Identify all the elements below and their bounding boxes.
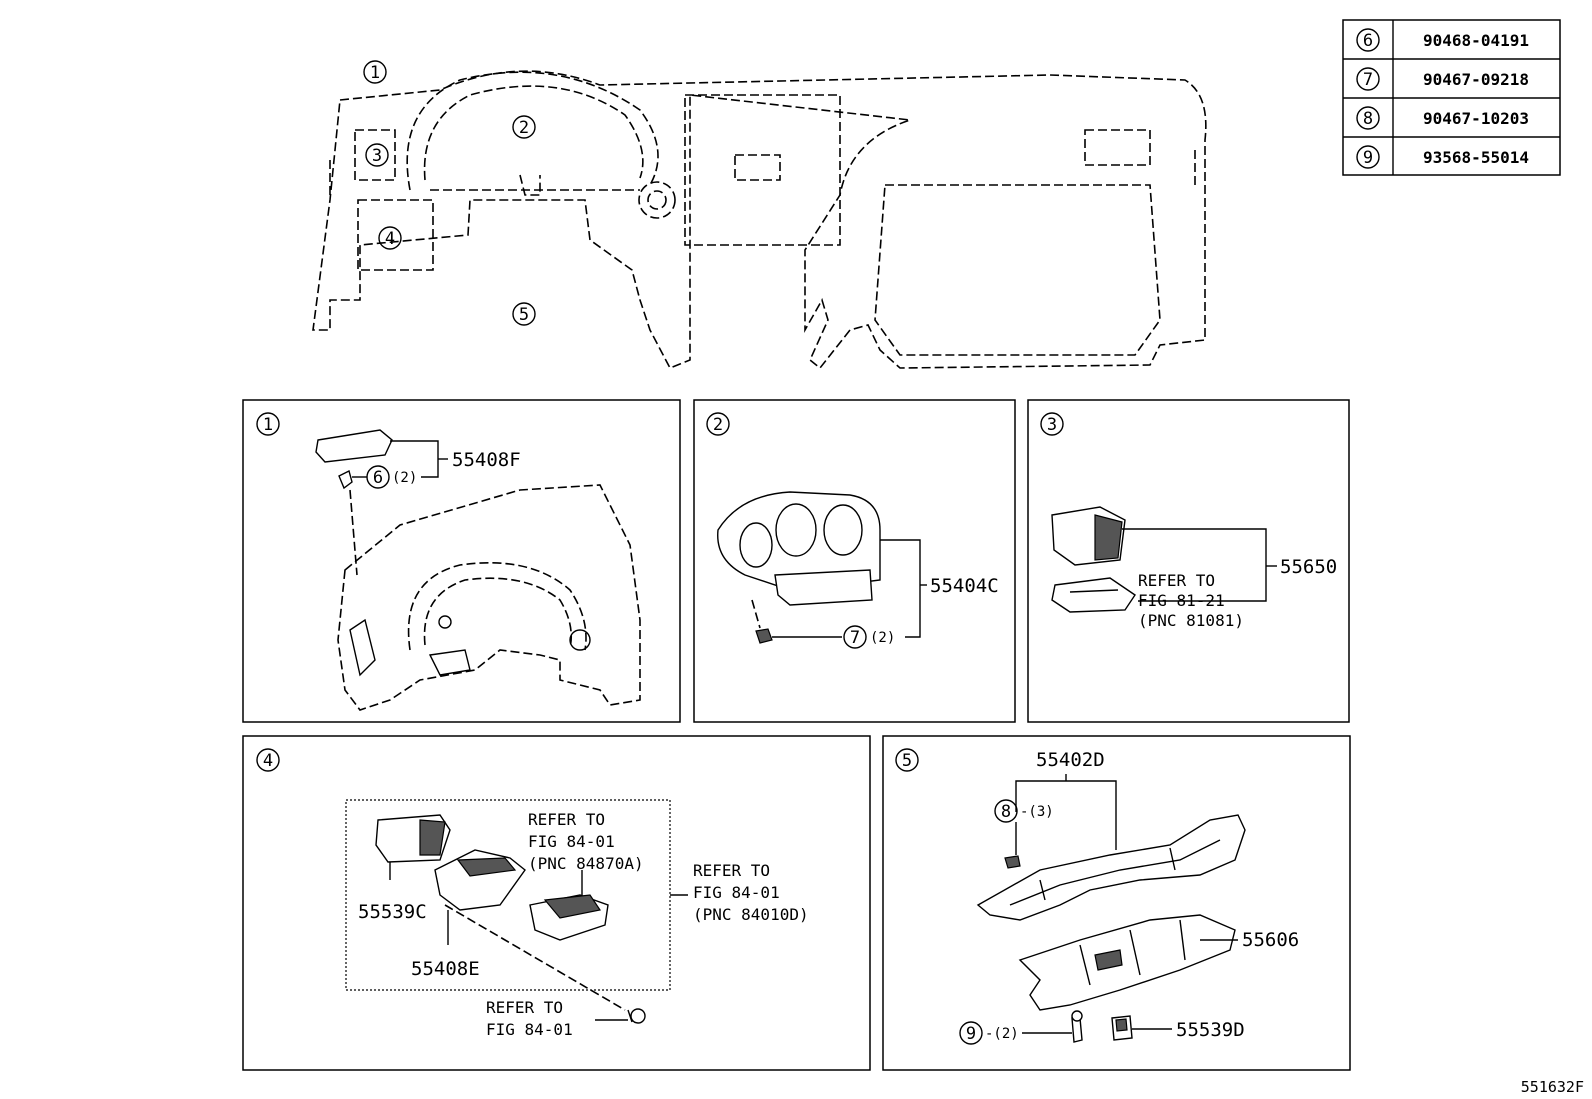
refer-fig-label[interactable]: FIG 84-01 [486, 1020, 573, 1039]
bracket-icon [1051, 577, 1136, 613]
panel-callout [256, 412, 280, 436]
refer-pnc-label: (PNC 84010D) [693, 905, 809, 924]
svg-text:2: 2 [519, 118, 529, 138]
svg-text:1: 1 [370, 63, 380, 83]
screw-icon [627, 1008, 646, 1024]
refer-to-label: REFER TO [693, 861, 770, 880]
dashboard-overview: 1 2 3 4 5 [312, 60, 1207, 370]
refer-to-label: REFER TO [528, 810, 605, 829]
panel-callout: 1 [263, 415, 273, 435]
quantity-label: (2) [392, 470, 417, 486]
undercover-55606-icon [1018, 914, 1236, 1011]
bracket-55539c-icon [375, 814, 451, 880]
cover-part-icon [315, 429, 393, 463]
table-row-callout: 7 [1363, 70, 1373, 90]
clip-icon [1004, 855, 1021, 869]
part-number-label[interactable]: 55402D [1036, 749, 1105, 771]
panel-1: 1 55408F 6 (2) [242, 399, 681, 723]
overview-callout[interactable]: 1 [363, 60, 387, 84]
svg-text:5: 5 [519, 305, 529, 325]
quantity-label: (2) [870, 630, 895, 646]
table-row-callout: 9 [1363, 148, 1373, 168]
overview-callout[interactable]: 5 [512, 302, 536, 326]
refer-to-label: REFER TO [486, 998, 563, 1017]
refer-fig-label[interactable]: FIG 84-01 [528, 832, 615, 851]
quantity-label: -(2) [985, 1026, 1019, 1042]
figure-code: 551632F [1521, 1078, 1584, 1096]
table-row: 7 90467-09218 [1356, 67, 1529, 91]
svg-text:6: 6 [373, 468, 383, 488]
clip-icon [338, 469, 353, 490]
table-row-callout: 6 [1363, 31, 1373, 51]
assembly-group-box [345, 799, 671, 991]
svg-text:8: 8 [1001, 802, 1011, 822]
cluster-bezel-icon [717, 491, 881, 606]
panel-4: 4 55539C 55408E REFER TO FIG 84-01 (PNC … [242, 735, 871, 1071]
refer-pnc-label: (PNC 84870A) [528, 854, 644, 873]
screw-icon [1071, 1010, 1083, 1043]
table-row: 8 90467-10203 [1356, 106, 1529, 130]
panel-callout: 5 [902, 751, 912, 771]
svg-text:7: 7 [850, 628, 860, 648]
overview-callout[interactable]: 4 [378, 226, 402, 250]
table-row: 6 90468-04191 [1356, 28, 1529, 52]
panel-callout: 3 [1047, 415, 1057, 435]
overview-callout[interactable]: 2 [512, 115, 536, 139]
panel-2: 2 55404C 7 (2) [693, 399, 1016, 723]
clip-icon [755, 628, 773, 644]
svg-text:4: 4 [385, 229, 395, 249]
part-number-label[interactable]: 55606 [1242, 929, 1299, 951]
quantity-label: -(3) [1020, 804, 1054, 820]
part-number-label[interactable]: 55539D [1176, 1019, 1245, 1041]
table-row-part-number[interactable]: 93568-55014 [1423, 148, 1529, 167]
refer-pnc-label: (PNC 81081) [1138, 611, 1244, 630]
refer-fig-label[interactable]: FIG 84-01 [693, 883, 780, 902]
fastener-table: 6 90468-04191 7 90467-09218 8 90467-1020… [1342, 19, 1561, 176]
switch-module-icon [529, 894, 609, 941]
part-number-label[interactable]: 55408F [452, 449, 521, 471]
table-row: 9 93568-55014 [1356, 145, 1529, 169]
panel-3: 3 55650 REFER TO FIG 81-21 (PNC 81081) [1027, 399, 1350, 723]
refer-fig-label[interactable]: FIG 81-21 [1138, 591, 1225, 610]
part-number-label[interactable]: 55539C [358, 901, 427, 923]
table-row-part-number[interactable]: 90467-10203 [1423, 109, 1529, 128]
table-row-callout: 8 [1363, 109, 1373, 129]
panel-5: 5 55402D 8 -(3) 55606 9 -(2) [882, 735, 1351, 1071]
table-row-part-number[interactable]: 90468-04191 [1423, 31, 1529, 50]
air-vent-icon [1051, 506, 1126, 566]
svg-text:9: 9 [966, 1024, 976, 1044]
reinforcement-55402d-icon [976, 814, 1246, 921]
panel-callout: 2 [713, 415, 723, 435]
part-number-label[interactable]: 55404C [930, 575, 999, 597]
panel-callout: 4 [263, 751, 273, 771]
panel-55408e-icon [434, 849, 526, 945]
svg-text:3: 3 [372, 146, 382, 166]
table-row-part-number[interactable]: 90467-09218 [1423, 70, 1529, 89]
refer-to-label: REFER TO [1138, 571, 1215, 590]
overview-callout[interactable]: 3 [365, 143, 389, 167]
part-number-label[interactable]: 55650 [1280, 556, 1337, 578]
clip-55539d-icon [1111, 1015, 1133, 1041]
part-number-label[interactable]: 55408E [411, 958, 480, 980]
